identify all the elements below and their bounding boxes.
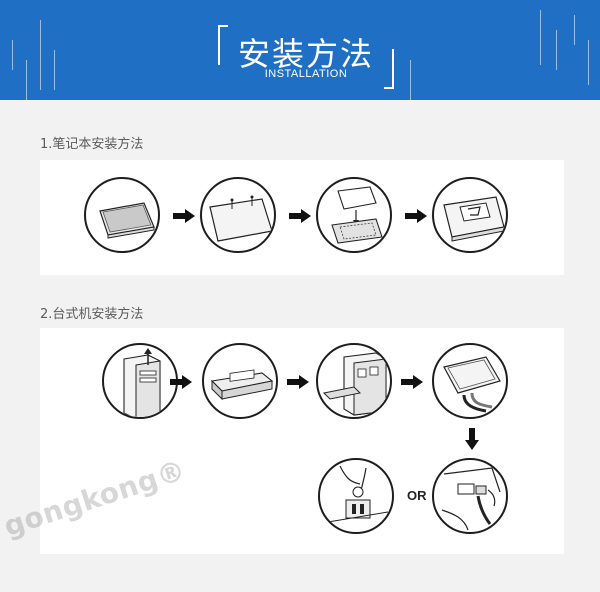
tower-insert-bracket-icon [316,343,392,419]
arrow-right-icon [173,209,195,223]
title-bracket-right [384,49,394,89]
arrow-down-icon [465,428,479,450]
arrow-right-icon [405,209,427,223]
laptop-steps-panel [40,160,564,275]
header-banner: 安装方法 INSTALLATION [0,0,600,100]
page-title: 安装方法 [237,35,374,73]
laptop-base-screws-icon [200,177,276,253]
page-subtitle: INSTALLATION [264,68,348,80]
motherboard-cable-icon [318,458,394,534]
laptop-drive-installed-icon [432,177,508,253]
arrow-right-icon [287,375,309,389]
arrow-right-icon [289,209,311,223]
section-label-desktop: 2.台式机安装方法 [40,307,144,322]
desktop-tower-icon [102,343,178,419]
sata-connect-icon [432,458,508,534]
desktop-steps-panel: OR [40,328,564,554]
drive-bracket-icon [202,343,278,419]
title-frame: 安装方法 INSTALLATION [218,25,394,89]
ssd-cable-icon [432,343,508,419]
title-bracket-left [218,25,228,65]
section-label-laptop: 1.笔记本安装方法 [40,137,144,152]
or-label: OR [407,488,427,503]
arrow-right-icon [170,375,192,389]
arrow-right-icon [401,375,423,389]
laptop-closed-icon [84,177,160,253]
laptop-drive-swap-icon [316,177,392,253]
